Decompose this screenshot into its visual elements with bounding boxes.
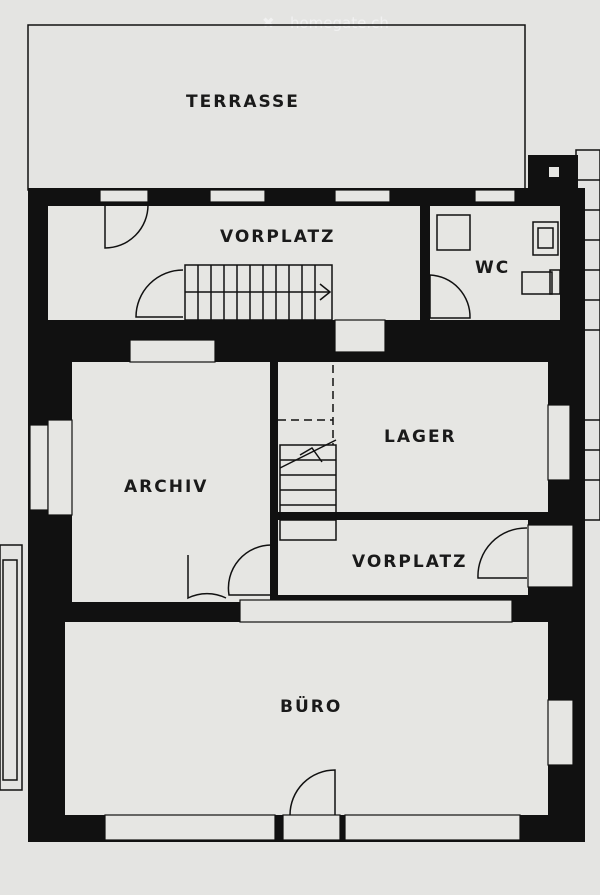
room-vorplatz-lower [278, 520, 528, 595]
room-label-vorplatz-lower: VORPLATZ [352, 552, 467, 572]
room-wc [430, 206, 560, 320]
staircase-lower [278, 365, 337, 541]
room-buero [65, 622, 548, 815]
room-label-wc: WC [475, 258, 510, 278]
room-label-vorplatz-upper: VORPLATZ [220, 227, 335, 247]
exterior-left-element [0, 544, 23, 791]
watermark: ✖ homegate.ch [262, 14, 389, 32]
doors [104, 204, 528, 816]
watermark-text: homegate.ch [290, 14, 389, 32]
room-label-archiv: ARCHIV [124, 477, 208, 497]
chimney-flue [549, 167, 559, 177]
windows [29, 189, 574, 841]
staircase-upper [184, 264, 333, 321]
watermark-logo-icon: ✖ [262, 14, 275, 32]
wc-fixtures [436, 214, 561, 295]
room-vorplatz-upper [48, 206, 420, 320]
room-label-lager: LAGER [384, 427, 457, 447]
room-label-terrasse: TERRASSE [186, 92, 300, 112]
room-label-buero: BÜRO [280, 695, 342, 717]
room-lager [278, 362, 548, 512]
exterior-left-inner [2, 559, 18, 781]
